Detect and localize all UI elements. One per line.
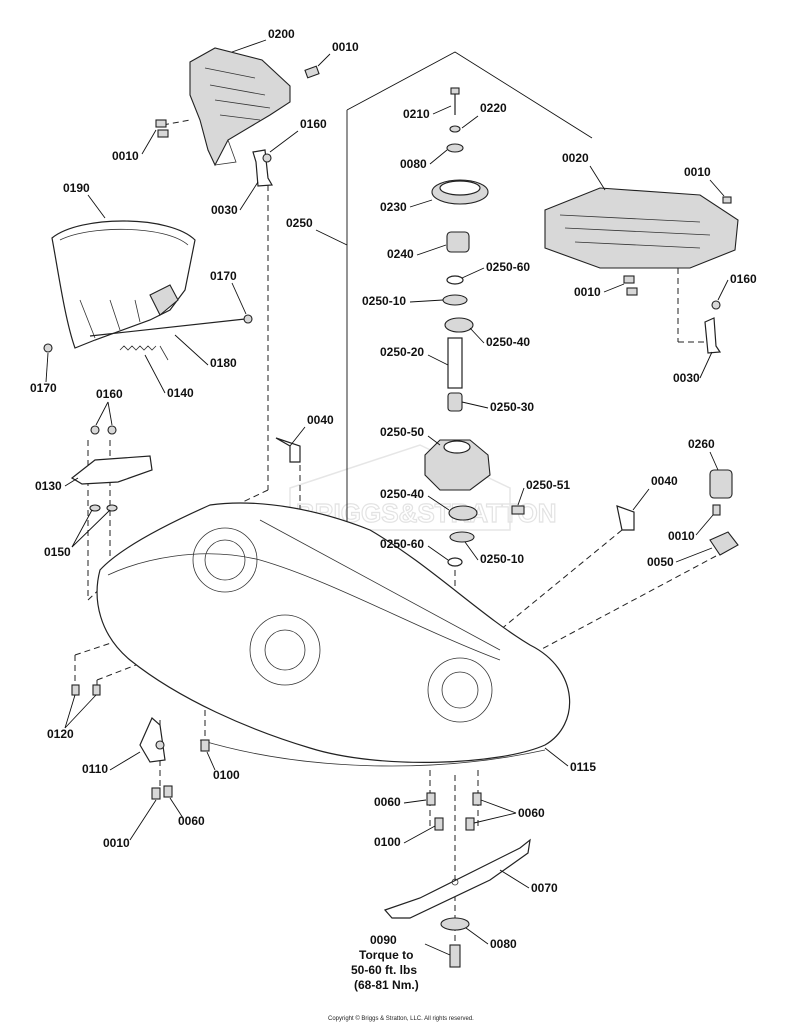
bracket-0040-left — [275, 437, 301, 463]
torque-note: 0090 Torque to 50-60 ft. lbs (68-81 Nm.) — [351, 933, 419, 992]
part-label-0220: 0220 — [480, 101, 507, 115]
spring-0140 — [119, 345, 169, 361]
part-label-0170: 0170 — [30, 381, 57, 395]
spindle-assembly-outline — [346, 51, 593, 139]
part-label-0040: 0040 — [651, 474, 678, 488]
part-label-0250-30: 0250-30 — [490, 400, 534, 414]
part-label-0010: 0010 — [574, 285, 601, 299]
part-label-0210: 0210 — [403, 107, 430, 121]
part-label-0230: 0230 — [380, 200, 407, 214]
part-label-0010: 0010 — [668, 529, 695, 543]
part-label-0150: 0150 — [44, 545, 71, 559]
mulch-plate-0190 — [51, 220, 196, 349]
part-label-0180: 0180 — [210, 356, 237, 370]
spindle-stack — [424, 87, 525, 567]
part-label-0060: 0060 — [518, 806, 545, 820]
part-label-0100: 0100 — [213, 768, 240, 782]
part-label-0070: 0070 — [531, 881, 558, 895]
washer-0080-lower — [440, 917, 470, 931]
torque-note-line1: Torque to — [359, 948, 413, 962]
part-label-0010: 0010 — [103, 836, 130, 850]
part-label-0170: 0170 — [210, 269, 237, 283]
discharge-cover-0020 — [544, 187, 739, 296]
part-label-0250-20: 0250-20 — [380, 345, 424, 359]
part-label-0010: 0010 — [684, 165, 711, 179]
chute-cover-0200 — [189, 47, 291, 167]
blade-0070 — [383, 838, 531, 919]
part-label-0110: 0110 — [82, 762, 108, 776]
part-label-0080: 0080 — [400, 157, 427, 171]
bracket-0030-left — [252, 149, 273, 187]
part-label-0250: 0250 — [286, 216, 313, 230]
torque-note-line2: 50-60 ft. lbs — [351, 963, 417, 977]
part-label-0200: 0200 — [268, 27, 295, 41]
part-label-0250-60: 0250-60 — [486, 260, 530, 274]
part-label-0260: 0260 — [688, 437, 715, 451]
part-label-0010: 0010 — [332, 40, 359, 54]
part-label-0160: 0160 — [730, 272, 757, 286]
part-label-0050: 0050 — [647, 555, 674, 569]
part-label-0250-10: 0250-10 — [362, 294, 406, 308]
part-label-0030: 0030 — [211, 203, 238, 217]
bracket-0040-right — [616, 505, 635, 531]
torque-note-line3: (68-81 Nm.) — [354, 978, 419, 992]
part-label-0250-40: 0250-40 — [380, 487, 424, 501]
copyright-notice: Copyright © Briggs & Stratton, LLC. All … — [328, 1015, 474, 1022]
part-label-0190: 0190 — [63, 181, 90, 195]
part-label-0240: 0240 — [387, 247, 414, 261]
part-label-0010: 0010 — [112, 149, 139, 163]
gauge-wheel-0260 — [709, 469, 739, 556]
part-label-0030: 0030 — [673, 371, 700, 385]
bolts-0010-left — [155, 65, 320, 138]
part-label-0250-50: 0250-50 — [380, 425, 424, 439]
part-label-0120: 0120 — [47, 727, 74, 741]
part-label-0250-40: 0250-40 — [486, 335, 530, 349]
leader-lines — [45, 39, 729, 956]
part-label-0040: 0040 — [307, 413, 334, 427]
bracket-0030-right — [704, 300, 722, 354]
part-label-0140: 0140 — [167, 386, 194, 400]
part-label-0080: 0080 — [490, 937, 517, 951]
bracket-0110 — [139, 717, 166, 763]
part-label-0020: 0020 — [562, 151, 589, 165]
part-label-0115: 0115 — [570, 760, 596, 774]
bolt-0090 — [449, 944, 461, 968]
part-label-0100: 0100 — [374, 835, 401, 849]
bracket-0130 — [70, 425, 153, 512]
part-label-0130: 0130 — [35, 479, 62, 493]
part-label-0060: 0060 — [374, 795, 401, 809]
part-label-0250-51: 0250-51 — [526, 478, 570, 492]
part-label-0250-60: 0250-60 — [380, 537, 424, 551]
bolts-lower-left — [71, 684, 210, 800]
part-number-labels: 0200 0010 0010 0160 0030 0190 0250 0210 0220 0080… — [30, 27, 757, 951]
part-label-0160: 0160 — [96, 387, 123, 401]
torque-part-number: 0090 — [370, 933, 397, 947]
rod-0180 — [43, 314, 253, 353]
mower-deck-0115 — [96, 502, 571, 767]
part-label-0160: 0160 — [300, 117, 327, 131]
bolts-under-deck — [426, 792, 482, 831]
part-label-0060: 0060 — [178, 814, 205, 828]
part-label-0250-10: 0250-10 — [480, 552, 524, 566]
